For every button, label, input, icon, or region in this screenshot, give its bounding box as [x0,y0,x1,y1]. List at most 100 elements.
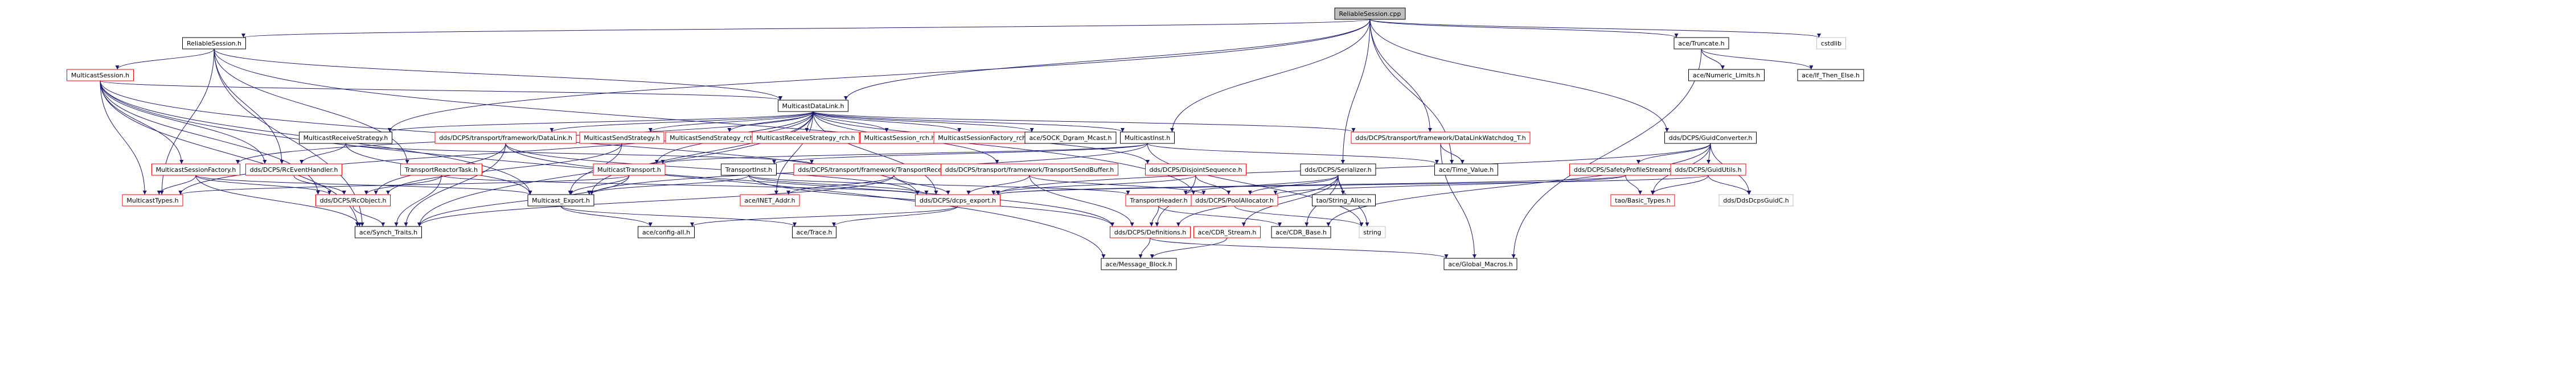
node-multicastsendstrategy-rch-h[interactable]: MulticastSendStrategy_rch.h [665,131,764,144]
node-box[interactable] [792,226,836,238]
node-dds-dcps-transport-framework-transportsendbuffer-h[interactable]: dds/DCPS/transport/framework/TransportSe… [941,163,1118,176]
edge-n26-n35 [991,175,1196,195]
node-multicastsession-rch-h[interactable]: MulticastSession_rch.h [860,131,940,144]
node-box[interactable] [245,163,342,176]
node-box[interactable] [1312,194,1376,207]
node-transportheader-h[interactable]: TransportHeader.h [1125,194,1192,207]
node-box[interactable] [1797,69,1864,81]
node-ace-message-block-h[interactable]: ace/Message_Block.h [1101,258,1177,270]
node-multicastsessionfactory-h[interactable]: MulticastSessionFactory.h [151,163,240,176]
node-ace-trace-h[interactable]: ace/Trace.h [792,226,836,238]
node-multicastreceivestrategy-rch-h[interactable]: MulticastReceiveStrategy_rch.h [752,131,860,144]
edge-n0-n3 [844,19,1371,101]
node-box[interactable] [740,194,800,207]
node-ace-if-then-else-h[interactable]: ace/If_Then_Else.h [1797,69,1864,81]
edge-n3-n5 [549,111,814,133]
edge-n3-n10 [813,111,962,133]
node-box[interactable] [638,226,695,238]
node-box[interactable] [1434,163,1498,176]
node-box[interactable] [122,194,183,207]
node-ace-cdr-base-h[interactable]: ace/CDR_Base.h [1271,226,1331,238]
node-box[interactable] [1673,37,1729,50]
node-box[interactable] [1101,258,1177,270]
node-box[interactable] [299,131,392,144]
node-box[interactable] [1145,163,1246,176]
node-reliablesession-cpp[interactable]: ReliableSession.cpp [1334,7,1406,20]
node-dds-dcps-dcps-export-h[interactable]: dds/DCPS/dcps_export.h [915,194,1000,207]
node-box[interactable] [67,69,134,81]
node-dds-dcps-serializer-h[interactable]: dds/DCPS/Serializer.h [1300,163,1376,176]
node-transportreactortask-h[interactable]: TransportReactorTask.h [400,163,482,176]
node-multicastreceivestrategy-h[interactable]: MulticastReceiveStrategy.h [299,131,392,144]
node-box[interactable] [1110,226,1191,238]
node-box[interactable] [151,163,240,176]
node-tao-string-alloc-h[interactable]: tao/String_Alloc.h [1312,194,1376,207]
node-ace-synch-traits-h[interactable]: ace/Synch_Traits.h [355,226,422,238]
node-multicastdatalink-h[interactable]: MulticastDataLink.h [778,100,848,112]
node-dds-ddsdcpsguidc-h[interactable]: dds/DdsDcpsGuidC.h [1718,194,1794,207]
node-box[interactable] [1610,194,1675,207]
node-multicastsession-h[interactable]: MulticastSession.h [67,69,134,81]
node-dds-dcps-rcobject-h[interactable]: dds/DCPS/RcObject.h [315,194,391,207]
node-reliablesession-h[interactable]: ReliableSession.h [182,37,246,50]
node-box[interactable] [1443,258,1517,270]
node-box[interactable] [1120,131,1175,144]
node-ace-inet-addr-h[interactable]: ace/INET_Addr.h [740,194,800,207]
node-ace-cdr-stream-h[interactable]: ace/CDR_Stream.h [1193,226,1261,238]
node-box[interactable] [1193,226,1261,238]
node-ace-sock-dgram-mcast-h[interactable]: ace/SOCK_Dgram_Mcast.h [1024,131,1117,144]
node-box[interactable] [1718,194,1794,207]
node-transportinst-h[interactable]: TransportInst.h [721,163,777,176]
node-dds-dcps-safetyprofilestreams-h[interactable]: dds/DCPS/SafetyProfileStreams.h [1569,163,1682,176]
node-ace-numeric-limits-h[interactable]: ace/Numeric_Limits.h [1688,69,1765,81]
node-box[interactable] [355,226,422,238]
node-box[interactable] [1300,163,1376,176]
node-box[interactable] [579,131,664,144]
node-box[interactable] [182,37,246,50]
edge-n32-n41 [352,205,385,227]
node-multicasttypes-h[interactable]: MulticastTypes.h [122,194,183,207]
node-box[interactable] [1816,37,1846,50]
node-multicastsendstrategy-h[interactable]: MulticastSendStrategy.h [579,131,664,144]
node-multicasttransport-h[interactable]: MulticastTransport.h [593,163,666,176]
node-box[interactable] [1271,226,1331,238]
node-box[interactable] [1688,69,1765,81]
node-box[interactable] [941,163,1118,176]
node-ace-global-macros-h[interactable]: ace/Global_Macros.h [1443,258,1517,270]
node-box[interactable] [527,194,594,207]
node-dds-dcps-rceventhandler-h[interactable]: dds/DCPS/RcEventHandler.h [245,163,342,176]
node-box[interactable] [593,163,666,176]
node-box[interactable] [315,194,391,207]
node-dds-dcps-transport-framework-datalink-h[interactable]: dds/DCPS/transport/framework/DataLink.h [434,131,577,144]
node-dds-dcps-guidutils-h[interactable]: dds/DCPS/GuidUtils.h [1670,163,1746,176]
node-multicastsessionfactory-rch-h[interactable]: MulticastSessionFactory_rch.h [933,131,1037,144]
node-box[interactable] [1670,163,1746,176]
node-box[interactable] [752,131,860,144]
node-string[interactable]: string [1359,226,1386,238]
node-box[interactable] [1359,226,1386,238]
node-ace-truncate-h[interactable]: ace/Truncate.h [1673,37,1729,50]
node-dds-dcps-disjointsequence-h[interactable]: dds/DCPS/DisjointSequence.h [1145,163,1246,176]
node-tao-basic-types-h[interactable]: tao/Basic_Types.h [1610,194,1675,207]
node-dds-dcps-definitions-h[interactable]: dds/DCPS/Definitions.h [1110,226,1191,238]
node-box[interactable] [1024,131,1117,144]
edge-n5-n41 [404,143,506,227]
node-multicast-export-h[interactable]: Multicast_Export.h [527,194,594,207]
node-box[interactable] [434,131,577,144]
node-box[interactable] [1664,131,1757,144]
node-ace-config-all-h[interactable]: ace/config-all.h [638,226,695,238]
node-dds-dcps-guidconverter-h[interactable]: dds/DCPS/GuidConverter.h [1664,131,1757,144]
node-ace-time-value-h[interactable]: ace/Time_Value.h [1434,163,1498,176]
node-cstdlib[interactable]: cstdlib [1816,37,1846,50]
edge-n24-n41 [417,175,895,227]
node-box[interactable] [1351,131,1531,144]
node-box[interactable] [721,163,777,176]
node-box[interactable] [400,163,482,176]
node-dds-dcps-transport-framework-datalinkwatchdog-t-h[interactable]: dds/DCPS/transport/framework/DataLinkWat… [1351,131,1531,144]
node-box[interactable] [778,100,848,112]
node-box[interactable] [915,194,1000,207]
node-box[interactable] [1191,194,1278,207]
node-multicastinst-h[interactable]: MulticastInst.h [1120,131,1175,144]
node-dds-dcps-poolallocator-h[interactable]: dds/DCPS/PoolAllocator.h [1191,194,1278,207]
node-box[interactable] [1334,7,1406,20]
